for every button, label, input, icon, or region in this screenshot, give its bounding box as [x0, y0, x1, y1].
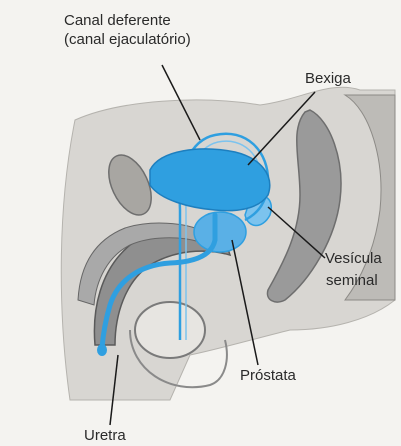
label-bexiga: Bexiga — [305, 70, 351, 88]
label-uretra: Uretra — [84, 427, 126, 445]
label-seminal: seminal — [326, 272, 378, 290]
label-prostata: Próstata — [240, 367, 296, 385]
testicle — [135, 302, 205, 358]
label-vesicula: Vesícula — [325, 250, 382, 268]
prostate — [194, 212, 246, 252]
label-canal-ejaculatorio: (canal ejaculatório) — [64, 31, 191, 49]
urethra-tip — [97, 344, 107, 356]
label-canal-deferente: Canal deferente — [64, 12, 171, 30]
